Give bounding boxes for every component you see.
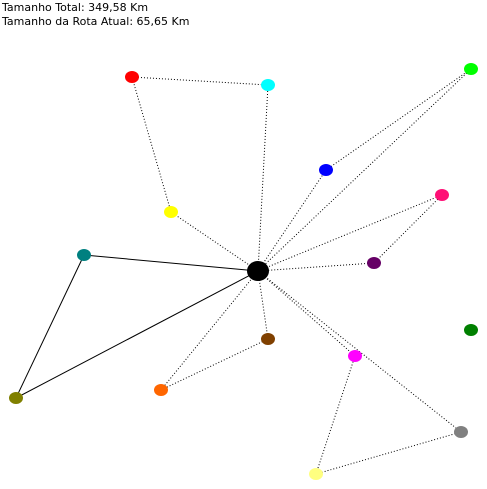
completed-route-4-segment (160, 270, 259, 391)
completed-route-1-segment (257, 84, 269, 272)
node-pink (435, 189, 449, 201)
node-teal (77, 249, 91, 261)
node-red (125, 71, 139, 83)
node-yellow (164, 206, 178, 218)
completed-route-2-segment (325, 68, 472, 171)
node-orange (154, 384, 168, 396)
node-blue (319, 164, 333, 176)
completed-route-3-segment (373, 194, 443, 264)
node-brown (261, 333, 275, 345)
node-dark-green (464, 324, 478, 336)
completed-route-2-segment (257, 169, 327, 272)
completed-route-3-segment (257, 262, 375, 272)
completed-route-5-segment (315, 355, 356, 475)
completed-route-1-segment (131, 76, 172, 213)
node-cyan (261, 79, 275, 91)
completed-route-3-segment (257, 194, 443, 272)
current-route-segment (83, 254, 259, 272)
completed-route-2-segment (257, 68, 472, 272)
node-light-yellow (309, 468, 323, 480)
completed-route-5-segment (315, 431, 462, 475)
depot-node (247, 261, 269, 281)
current-route-segment (15, 270, 259, 399)
current-route-segment (15, 254, 85, 399)
node-magenta (348, 350, 362, 362)
completed-route-1-segment (170, 211, 259, 272)
completed-route-5-segment (257, 270, 356, 357)
current-route-distance-label: Tamanho da Rota Atual: 65,65 Km (2, 15, 190, 28)
node-green (464, 63, 478, 75)
completed-route-4-segment (257, 270, 269, 340)
node-gray (454, 426, 468, 438)
total-distance-label: Tamanho Total: 349,58 Km (2, 1, 149, 14)
completed-route-1-segment (131, 76, 269, 86)
completed-route-4-segment (160, 338, 269, 391)
node-purple (367, 257, 381, 269)
node-olive (9, 392, 23, 404)
